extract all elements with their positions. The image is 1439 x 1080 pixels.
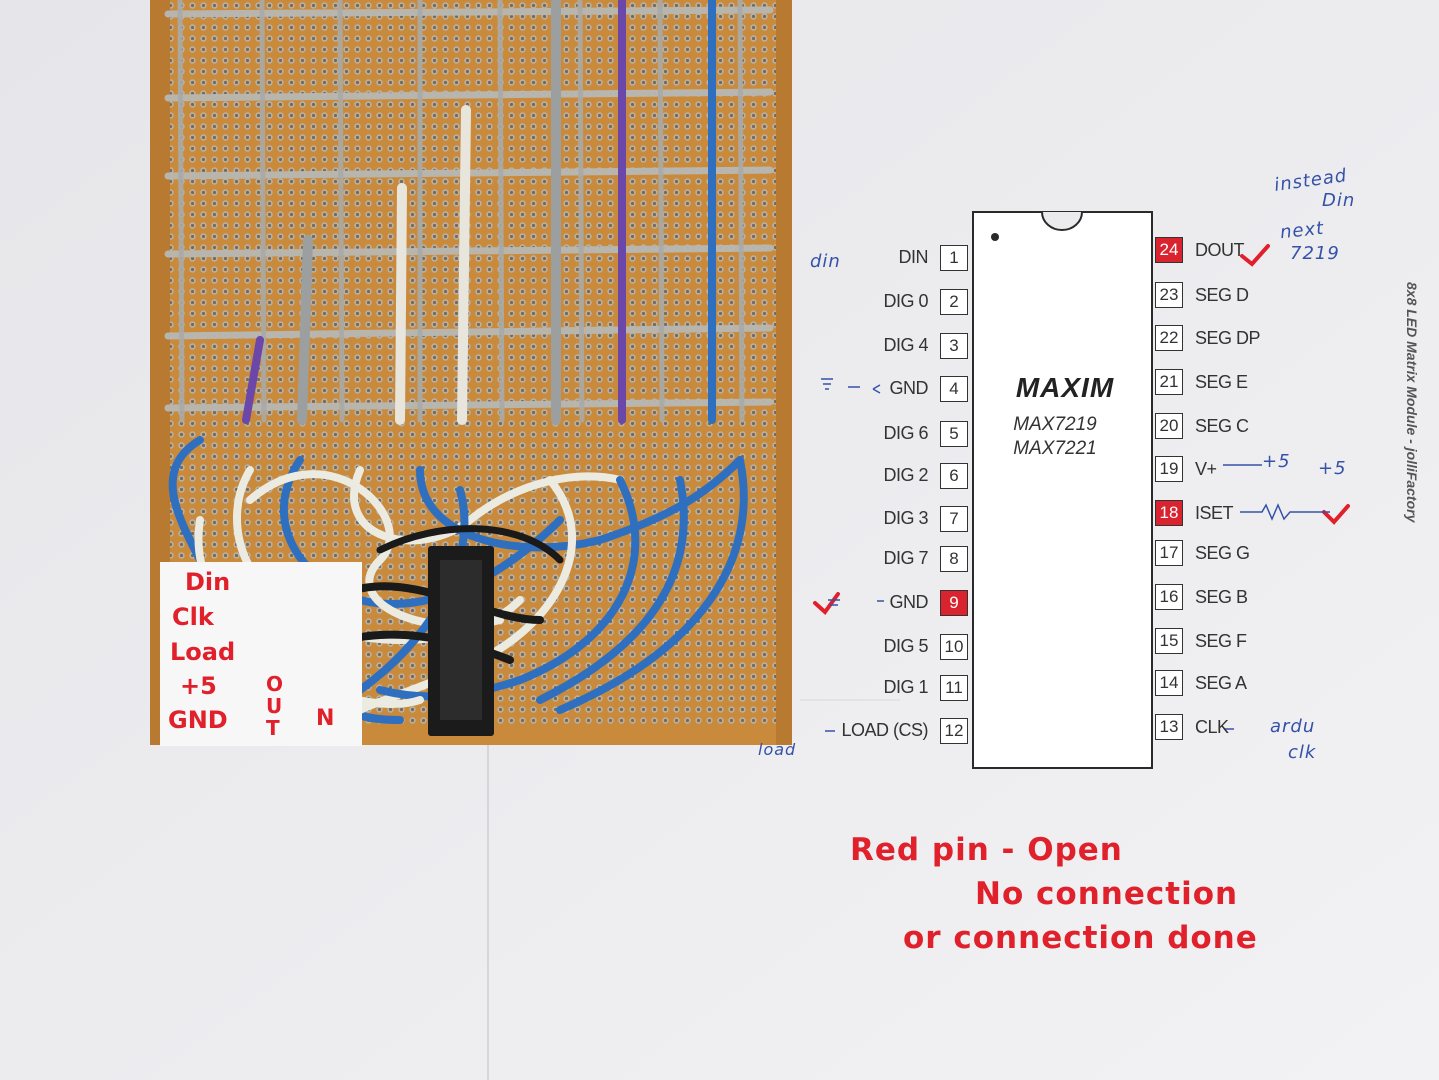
chip-outline: [972, 211, 1153, 769]
pin-number-4: 4: [940, 376, 968, 402]
blue-ink-marks: [821, 378, 1330, 732]
card-out-t: T: [266, 716, 280, 740]
note-plus5-arrow: +5: [1262, 451, 1291, 472]
note-plus5: +5: [1318, 458, 1347, 479]
note-clk: clk: [1288, 742, 1317, 763]
card-clk: Clk: [172, 603, 214, 631]
pin-label-dout: DOUT: [1195, 240, 1245, 260]
pin-label-dig2: DIG 2: [883, 465, 928, 485]
card-in: N: [316, 706, 335, 731]
chip-notch: [1041, 211, 1083, 231]
pin-label-load: LOAD (CS): [841, 720, 928, 740]
legend-line-2: No connection: [975, 876, 1239, 912]
card-din: Din: [185, 568, 231, 596]
ic-socket-slot: [440, 560, 482, 720]
pin-number-15: 15: [1155, 628, 1183, 654]
pin-label-din: DIN: [898, 247, 929, 267]
pin-number-20: 20: [1155, 413, 1183, 439]
pin-label-sega: SEG A: [1195, 673, 1247, 693]
note-load: load: [758, 740, 797, 759]
pin-number-10: 10: [940, 634, 968, 660]
chip-part-2: MAX7221: [1013, 438, 1097, 459]
pin-number-2: 2: [940, 289, 968, 315]
pin-label-gnd-9: GND: [889, 592, 929, 612]
pin-label-iset: ISET: [1195, 503, 1234, 523]
pin-label-dig0: DIG 0: [883, 291, 928, 311]
pin-number-24: 24: [1155, 237, 1183, 263]
pin-number-9: 9: [940, 590, 968, 616]
pin-number-17: 17: [1155, 540, 1183, 566]
pin-label-clk: CLK: [1195, 717, 1229, 737]
pin-number-8: 8: [940, 546, 968, 572]
pin-label-gnd-4: GND: [889, 378, 929, 398]
pin-number-1: 1: [940, 245, 968, 271]
side-title: 8x8 LED Matrix Module - jolliFactory: [1404, 282, 1420, 523]
pin-label-vplus: V+: [1195, 459, 1217, 479]
card-plus5: +5: [180, 672, 217, 700]
pin-number-23: 23: [1155, 282, 1183, 308]
solder-rails: [164, 6, 774, 412]
pin-number-22: 22: [1155, 325, 1183, 351]
note-din-2: Din: [1322, 190, 1356, 211]
pin-label-dig7: DIG 7: [883, 548, 928, 568]
pin-label-dig5: DIG 5: [883, 636, 928, 656]
pin-number-7: 7: [940, 506, 968, 532]
label-card: [160, 562, 362, 746]
card-out-u: U: [266, 694, 283, 718]
note-next-num: 7219: [1290, 243, 1340, 264]
pin-label-segg: SEG G: [1195, 543, 1250, 563]
pin-label-segc: SEG C: [1195, 416, 1249, 436]
pin-label-dig3: DIG 3: [883, 508, 928, 528]
pin-label-sege: SEG E: [1195, 372, 1248, 392]
card-gnd: GND: [168, 706, 228, 734]
chip-part-1: MAX7219: [1013, 414, 1097, 435]
pin-number-19: 19: [1155, 456, 1183, 482]
maxim-logo: MAXIM: [1015, 372, 1115, 403]
pin-number-12: 12: [940, 718, 968, 744]
pin-number-5: 5: [940, 421, 968, 447]
pin-label-segb: SEG B: [1195, 587, 1248, 607]
pin-number-14: 14: [1155, 670, 1183, 696]
pin-number-16: 16: [1155, 584, 1183, 610]
note-ardu: ardu: [1270, 716, 1316, 737]
pin-label-dig1: DIG 1: [883, 677, 928, 697]
pin-label-dig4: DIG 4: [883, 335, 928, 355]
note-din: din: [810, 251, 841, 272]
legend-line-1: Red pin - Open: [850, 832, 1123, 868]
pin-number-3: 3: [940, 333, 968, 359]
pin-number-11: 11: [940, 675, 968, 701]
pin-number-6: 6: [940, 463, 968, 489]
card-out-o: O: [266, 672, 284, 696]
pin-label-segd: SEG D: [1195, 285, 1249, 305]
pin-number-21: 21: [1155, 369, 1183, 395]
pin-number-18: 18: [1155, 500, 1183, 526]
pin-label-segf: SEG F: [1195, 631, 1247, 651]
card-load: Load: [170, 638, 236, 666]
pin-label-dig6: DIG 6: [883, 423, 928, 443]
pin-label-segdp: SEG DP: [1195, 328, 1261, 348]
jumper-wires: [242, 0, 716, 425]
pin-number-13: 13: [1155, 714, 1183, 740]
legend-line-3: or connection done: [903, 920, 1258, 956]
solder-columns: [177, 0, 745, 423]
pin1-dot: [991, 233, 999, 241]
